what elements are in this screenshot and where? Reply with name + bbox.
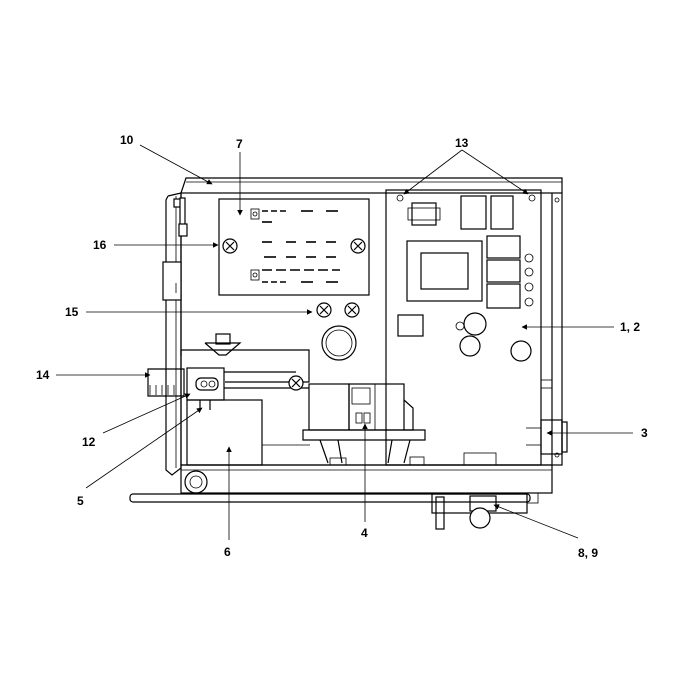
callout-7: 7 xyxy=(236,137,243,151)
callout-1-2: 1, 2 xyxy=(620,320,640,334)
control-board xyxy=(385,189,542,466)
mounting-screws xyxy=(316,302,360,361)
callout-labels: 10 7 13 16 15 1, 2 14 12 5 6 4 3 8, 9 xyxy=(36,133,648,560)
motor-assembly xyxy=(302,383,497,466)
callout-15: 15 xyxy=(65,305,79,319)
callout-8-9: 8, 9 xyxy=(578,546,598,560)
leader-lines xyxy=(56,144,633,540)
callout-3: 3 xyxy=(641,426,648,440)
callout-6: 6 xyxy=(224,545,231,559)
callout-5: 5 xyxy=(77,494,84,508)
callout-4: 4 xyxy=(361,526,368,540)
callout-16: 16 xyxy=(93,238,107,252)
callout-10: 10 xyxy=(120,133,134,147)
gas-valve xyxy=(186,399,310,466)
callout-14: 14 xyxy=(36,368,50,382)
callout-12: 12 xyxy=(82,435,96,449)
callout-13: 13 xyxy=(455,136,469,150)
terminal-board xyxy=(218,198,370,296)
side-connector xyxy=(526,419,568,455)
bottom-fitting xyxy=(431,492,539,530)
base-rail xyxy=(129,464,553,503)
igniter-assembly xyxy=(147,333,310,410)
